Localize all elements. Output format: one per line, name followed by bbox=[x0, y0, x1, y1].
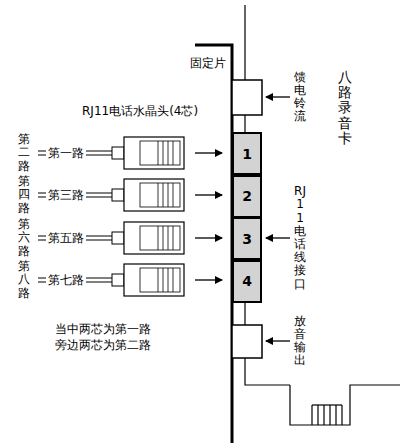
rj11-port: 2 bbox=[232, 175, 262, 218]
edge-pin bbox=[323, 405, 324, 425]
plug-contact bbox=[168, 226, 169, 250]
channel-label: 第一路 bbox=[46, 146, 86, 160]
card-title: 八路录音卡 bbox=[338, 70, 352, 147]
plug-contact bbox=[158, 226, 159, 250]
port-number: 4 bbox=[242, 273, 252, 289]
plug-contact bbox=[173, 226, 174, 250]
plug-contact bbox=[158, 141, 159, 165]
plug-contact bbox=[168, 268, 169, 292]
plug-contact bbox=[158, 268, 159, 292]
edge-pin bbox=[312, 404, 342, 405]
insert-arrow bbox=[195, 152, 222, 153]
plug-contact bbox=[168, 183, 169, 207]
plug-window bbox=[140, 141, 180, 165]
port-number: 1 bbox=[242, 146, 252, 162]
plug-contact bbox=[163, 226, 164, 250]
port-label: 馈电铃流 bbox=[294, 71, 306, 124]
rj11-port: 3 bbox=[232, 217, 262, 260]
channel-label: 第七路 bbox=[46, 273, 86, 287]
insert-arrow bbox=[195, 194, 222, 195]
edge-pin bbox=[317, 405, 318, 425]
plug-window bbox=[140, 226, 180, 250]
rj11-plug bbox=[124, 264, 184, 296]
cable-boot bbox=[112, 232, 124, 244]
port-label: 放音输出 bbox=[294, 315, 306, 368]
plug-contact bbox=[173, 268, 174, 292]
plug-contact bbox=[163, 183, 164, 207]
plug-contact bbox=[158, 183, 159, 207]
edge-pin bbox=[341, 405, 342, 425]
plug-contact bbox=[168, 141, 169, 165]
plug-title: RJ11电话水晶头(4芯) bbox=[82, 104, 198, 118]
insert-arrow bbox=[195, 279, 222, 280]
plug-window bbox=[140, 183, 180, 207]
note: 旁边两芯为第二路 bbox=[55, 338, 151, 352]
edge-pin bbox=[311, 405, 312, 425]
port-number: 3 bbox=[242, 231, 252, 247]
port-label: RJ11电话线接口 bbox=[294, 185, 306, 291]
edge-pin bbox=[335, 405, 336, 425]
plug-window bbox=[140, 268, 180, 292]
rj11-port: 4 bbox=[232, 260, 262, 303]
channel-label: 第二路 bbox=[18, 133, 30, 173]
plug-contact bbox=[173, 183, 174, 207]
cable-boot bbox=[112, 147, 124, 159]
plug-contact bbox=[163, 141, 164, 165]
insert-arrow bbox=[195, 237, 222, 238]
plug-contact bbox=[163, 268, 164, 292]
port-number: 2 bbox=[242, 188, 252, 204]
channel-label: 第四路 bbox=[18, 175, 30, 215]
rj11-plug bbox=[124, 222, 184, 254]
edge-pin bbox=[329, 405, 330, 425]
cable-boot bbox=[112, 189, 124, 201]
rj11-plug bbox=[124, 179, 184, 211]
rj11-plug bbox=[124, 137, 184, 169]
cable-boot bbox=[112, 274, 124, 286]
channel-label: 第八路 bbox=[18, 260, 30, 300]
channel-label: 第五路 bbox=[46, 231, 86, 245]
rj11-port: 1 bbox=[232, 132, 262, 175]
channel-label: 第三路 bbox=[46, 188, 86, 202]
plug-contact bbox=[173, 141, 174, 165]
bracket-label: 固定片 bbox=[190, 56, 226, 70]
channel-label: 第六路 bbox=[18, 218, 30, 258]
note: 当中两芯为第一路 bbox=[55, 322, 151, 336]
